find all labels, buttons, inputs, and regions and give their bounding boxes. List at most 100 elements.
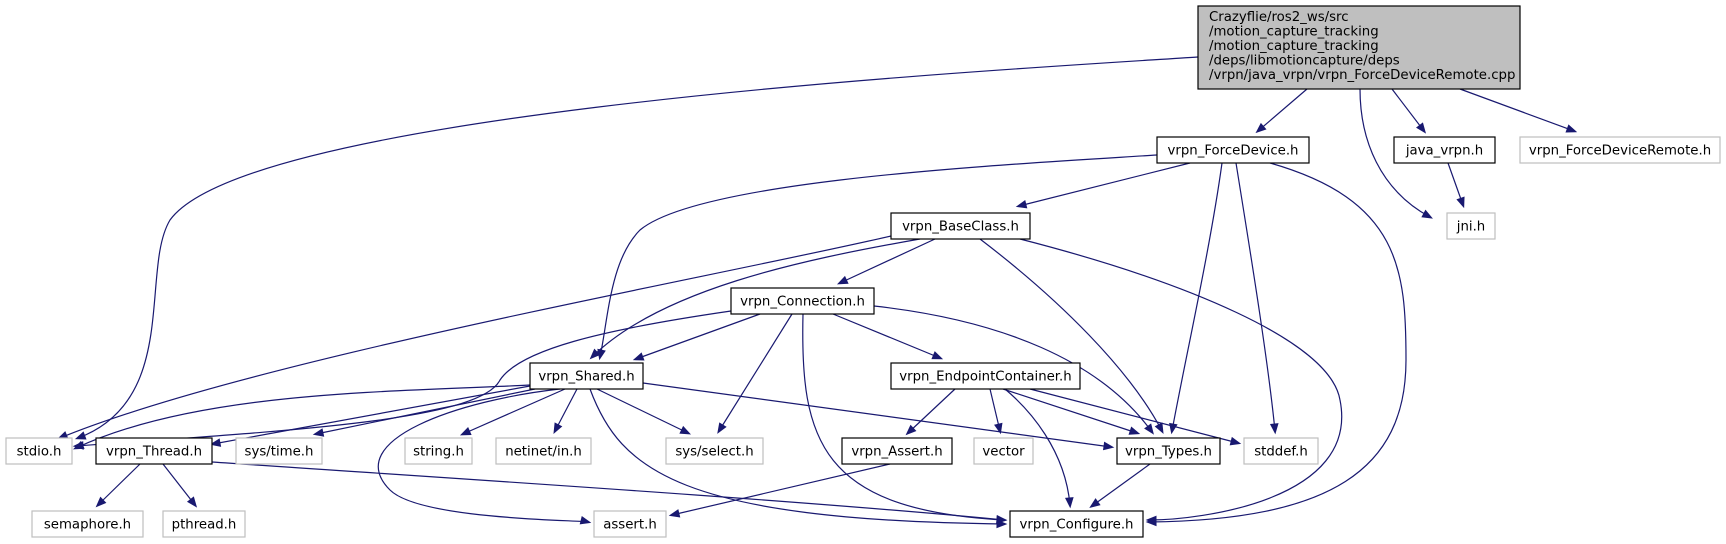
arrowhead [1229,436,1242,446]
node-box [1446,212,1496,240]
node-vrpn_Assert[interactable]: vrpn_Assert.h [841,437,953,465]
node-label: vrpn_ForceDeviceRemote.h [1529,144,1711,159]
edge-root-to-vrpn_ForceDeviceRemote [1459,88,1578,133]
node-box [162,510,246,538]
node-box [1243,437,1319,465]
edge-vrpn_ForceDevice-to-vrpn_Shared [597,154,1158,361]
edge-line [599,154,1158,358]
node-vrpn_BaseClass[interactable]: vrpn_BaseClass.h [890,212,1031,240]
arrowhead [1128,426,1141,435]
node-vrpn_Thread[interactable]: vrpn_Thread.h [95,437,213,465]
edge-vrpn_Connection-to-vrpn_EndpointContainer [832,313,944,360]
arrowhead [931,351,944,360]
edge-line [1359,88,1431,218]
edge-line [1257,88,1308,132]
arrowhead [459,427,472,436]
node-netinet_in: netinet/in.h [495,437,592,465]
node-semaphore: semaphore.h [31,510,144,538]
node-box [730,287,875,315]
arrowhead [312,428,325,437]
arrowhead [1421,209,1433,219]
node-label: vrpn_Thread.h [106,445,202,460]
node-box [495,437,592,465]
node-label: jni.h [1456,220,1485,235]
node-label: vrpn_BaseClass.h [902,220,1019,235]
node-vrpn_Types[interactable]: vrpn_Types.h [1116,437,1221,465]
edge-line [802,313,1005,521]
edge-line [1004,388,1071,506]
edge-line [642,382,1112,448]
edge-line [1002,388,1138,434]
node-vrpn_ForceDevice[interactable]: vrpn_ForceDevice.h [1156,136,1310,164]
edge-vrpn_Shared-to-vrpn_Thread [209,385,531,447]
edge-line [718,313,793,432]
edge-line [77,56,1199,439]
arrowhead [95,496,107,508]
arrowhead [1416,122,1427,134]
edge-line [211,461,1005,521]
arrowhead [1169,422,1178,435]
node-label: pthread.h [172,518,237,533]
edge-line [59,235,892,439]
arrowhead [1145,515,1157,525]
node-label: netinet/in.h [505,445,582,460]
edge-vrpn_ForceDevice-to-vrpn_Types [1169,162,1223,435]
edge-vrpn_Thread-to-pthread [162,463,198,508]
edge-root-to-java_vrpn [1391,88,1427,134]
arrowhead [589,348,601,360]
edge-line [979,238,1163,432]
node-vrpn_ForceDeviceRemote: vrpn_ForceDeviceRemote.h [1519,136,1721,164]
edge-line [1029,388,1239,444]
edge-line [162,463,196,506]
node-box [1009,510,1144,538]
node-box [890,212,1031,240]
node-stddef: stddef.h [1243,437,1319,465]
node-vrpn_Shared[interactable]: vrpn_Shared.h [529,362,644,390]
edge-line [1019,238,1343,521]
edge-line [1171,162,1223,432]
edge-line [839,238,936,284]
node-label: string.h [413,445,464,460]
edge-vrpn_Thread-to-semaphore [95,463,141,508]
node-box [593,510,667,538]
edge-vrpn_Connection-to-vrpn_Shared [632,313,761,361]
edge-vrpn_EndpointContainer-to-stddef [1029,388,1242,446]
edge-vrpn_Shared-to-assert [377,388,592,525]
node-label: java_vrpn.h [1405,144,1483,159]
edge-vrpn_Shared-to-netinet_in [553,388,578,434]
edge-line [591,238,921,358]
node-label: stddef.h [1254,445,1308,460]
arrowhead [632,352,645,361]
arrowhead [1565,124,1578,133]
node-vrpn_Configure[interactable]: vrpn_Configure.h [1009,510,1144,538]
node-box [973,437,1034,465]
edge-vrpn_EndpointContainer-to-vrpn_Configure [1004,388,1074,509]
arrowhead [553,422,563,434]
node-box [529,362,644,390]
node-label: vrpn_EndpointContainer.h [899,370,1071,385]
node-java_vrpn[interactable]: java_vrpn.h [1393,136,1496,164]
node-label: vrpn_Assert.h [851,445,942,460]
edge-line [377,388,589,523]
arrowhead [72,440,85,450]
edge-line [873,305,1153,433]
node-label: sys/select.h [675,445,753,460]
edge-vrpn_Thread-to-vrpn_Configure [211,461,1008,524]
node-box [31,510,144,538]
node-vrpn_Connection[interactable]: vrpn_Connection.h [730,287,875,315]
node-box [841,437,953,465]
arrowhead [994,422,1003,435]
node-root-file: Crazyflie/ros2_ws/src/motion_capture_tra… [1197,5,1521,90]
edge-vrpn_BaseClass-to-stdio [56,235,892,440]
edge-vrpn_Types-to-vrpn_Configure [1089,463,1151,508]
edge-vrpn_BaseClass-to-vrpn_Shared [589,238,921,360]
node-label-line: /vrpn/java_vrpn/vrpn_ForceDeviceRemote.c… [1209,68,1515,83]
arrowhead [1456,196,1465,209]
edge-line [1235,162,1276,432]
node-box [1156,136,1310,164]
node-vrpn_EndpointContainer[interactable]: vrpn_EndpointContainer.h [890,362,1081,390]
edge-vrpn_BaseClass-to-vrpn_Configure [1019,238,1343,525]
node-pthread: pthread.h [162,510,246,538]
arrowhead [1089,498,1101,508]
node-label-line: /motion_capture_tracking [1209,39,1379,54]
